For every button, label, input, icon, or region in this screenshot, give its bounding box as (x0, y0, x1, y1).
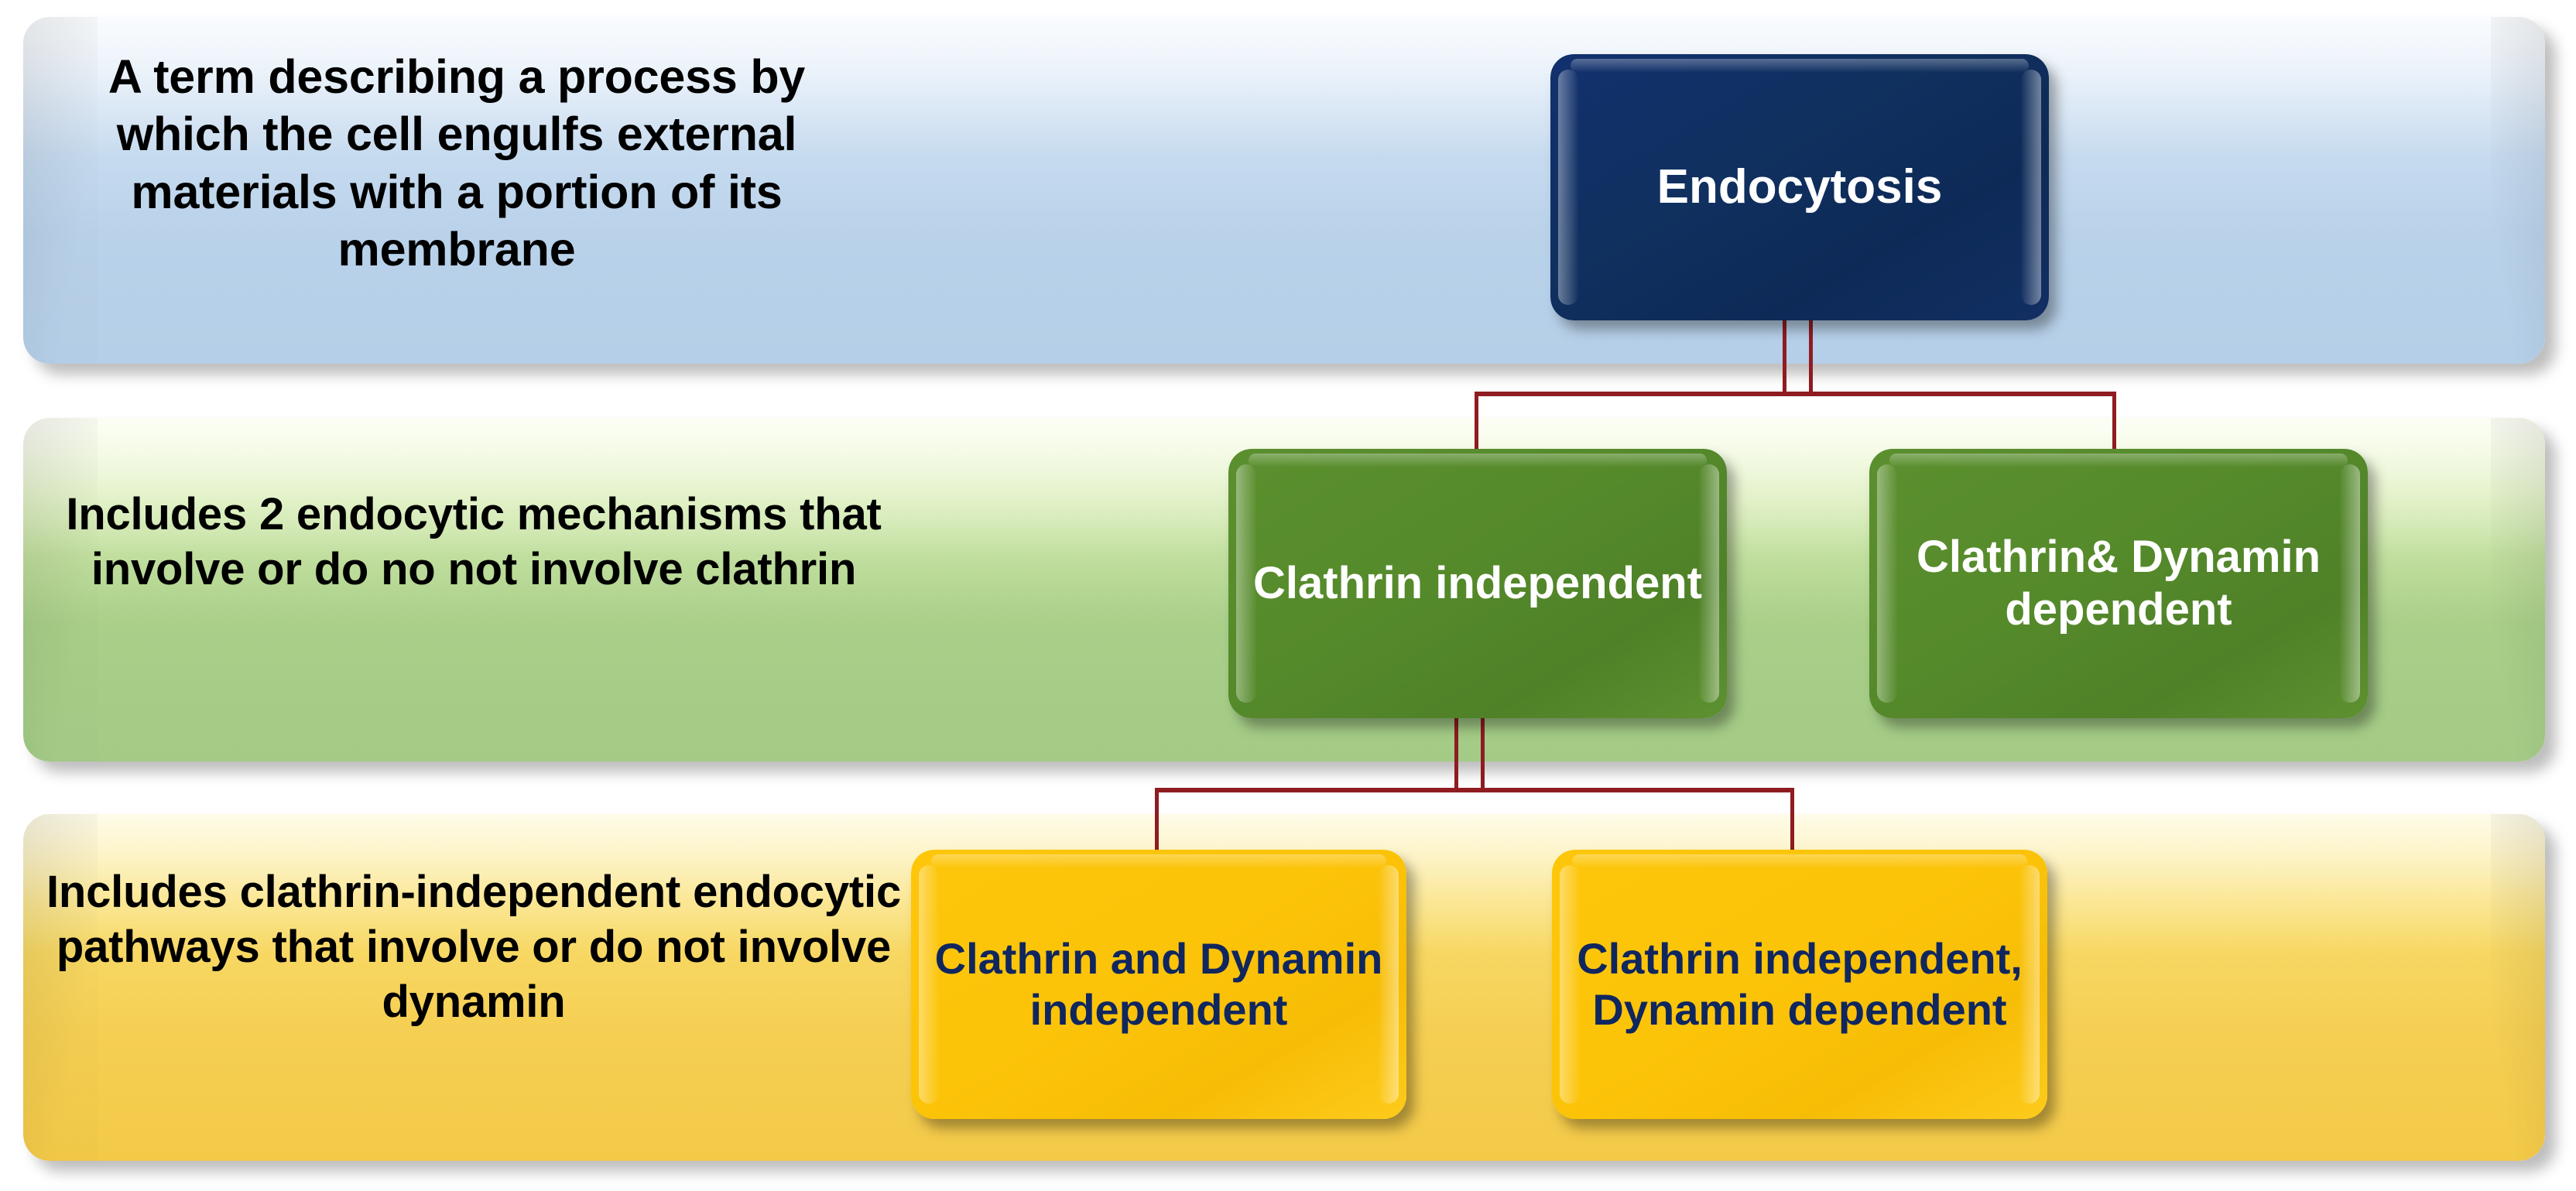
node-clathrin-independent-dynamin-dependent[interactable]: Clathrin independent, Dynamin dependent (1552, 850, 2047, 1119)
node-clathrin-and-dynamin-independent-left-highlight (919, 865, 939, 1104)
node-endocytosis-right-highlight (2021, 70, 2041, 305)
node-clathrin-and-dynamin-independent[interactable]: Clathrin and Dynamin independent (911, 850, 1406, 1119)
node-clathrin-independent-dynamin-dependent-face (1552, 850, 2047, 1119)
node-endocytosis-top-highlight (1571, 59, 2029, 73)
band-yellow-caption: Includes clathrin-independent endocytic … (46, 867, 902, 1027)
node-endocytosis-label: Endocytosis (1656, 160, 1943, 214)
node-clathrin-independent-dynamin-dependent-top-highlight (1572, 854, 2027, 868)
node-endocytosis-face (1550, 54, 2049, 320)
node-clathrin-dynamin-dependent-label: Clathrin& Dynamin dependent (1916, 531, 2321, 635)
connector-endocytosis-horizontal-bar (1475, 392, 2115, 396)
node-clathrin-independent-face (1228, 449, 1727, 718)
band-blue-caption: A term describing a process by which the… (108, 50, 806, 276)
node-clathrin-independent-right-highlight (1699, 464, 1719, 703)
connector-endocytosis-stem-right (1809, 314, 1813, 395)
node-clathrin-independent-dynamin-dependent-right-highlight (2019, 865, 2040, 1104)
node-clathrin-independent-dynamin-dependent-label: Clathrin independent, Dynamin dependent (1577, 933, 2023, 1034)
node-clathrin-dynamin-dependent-right-highlight (2340, 464, 2360, 703)
connector-endocytosis-drop-right (2112, 392, 2116, 453)
band-green-left-bevel (23, 418, 98, 761)
node-clathrin-independent-top-highlight (1249, 453, 1707, 467)
connector-endocytosis-drop-left (1475, 392, 1478, 453)
connector-clathrin-independent-horizontal-bar (1155, 788, 1794, 792)
node-clathrin-independent-dynamin-dependent-left-highlight (1560, 865, 1580, 1104)
node-clathrin-dynamin-dependent[interactable]: Clathrin& Dynamin dependent (1869, 449, 2368, 718)
node-clathrin-and-dynamin-independent-face (911, 850, 1406, 1119)
node-clathrin-and-dynamin-independent-right-highlight (1379, 865, 1399, 1104)
band-green-right-bevel (2491, 418, 2545, 761)
connector-clathrin-independent-drop-left (1155, 788, 1159, 853)
node-clathrin-independent[interactable]: Clathrin independent (1228, 449, 1727, 718)
node-clathrin-dynamin-dependent-top-highlight (1889, 453, 2348, 467)
node-clathrin-independent-left-highlight (1236, 464, 1256, 703)
band-level-1-blue (23, 17, 2545, 364)
node-clathrin-independent-label: Clathrin independent (1253, 557, 1702, 608)
band-blue-right-bevel (2491, 17, 2545, 364)
connector-clathrin-independent-stem-left (1454, 712, 1458, 791)
band-green-caption: Includes 2 endocytic mechanisms that inv… (66, 489, 882, 594)
node-clathrin-and-dynamin-independent-label: Clathrin and Dynamin independent (934, 933, 1383, 1034)
band-blue-left-bevel (23, 17, 98, 364)
band-yellow-right-bevel (2491, 814, 2545, 1161)
node-clathrin-dynamin-dependent-left-highlight (1877, 464, 1897, 703)
band-yellow-left-bevel (23, 814, 98, 1161)
connector-clathrin-independent-stem-right (1481, 712, 1485, 791)
connector-clathrin-independent-drop-right (1790, 788, 1794, 853)
node-endocytosis-left-highlight (1558, 70, 1578, 305)
connector-endocytosis-stem-left (1783, 314, 1786, 395)
node-clathrin-dynamin-dependent-face (1869, 449, 2368, 718)
node-clathrin-and-dynamin-independent-top-highlight (931, 854, 1386, 868)
band-blue-gloss (23, 17, 2545, 156)
node-endocytosis[interactable]: Endocytosis (1550, 54, 2049, 320)
